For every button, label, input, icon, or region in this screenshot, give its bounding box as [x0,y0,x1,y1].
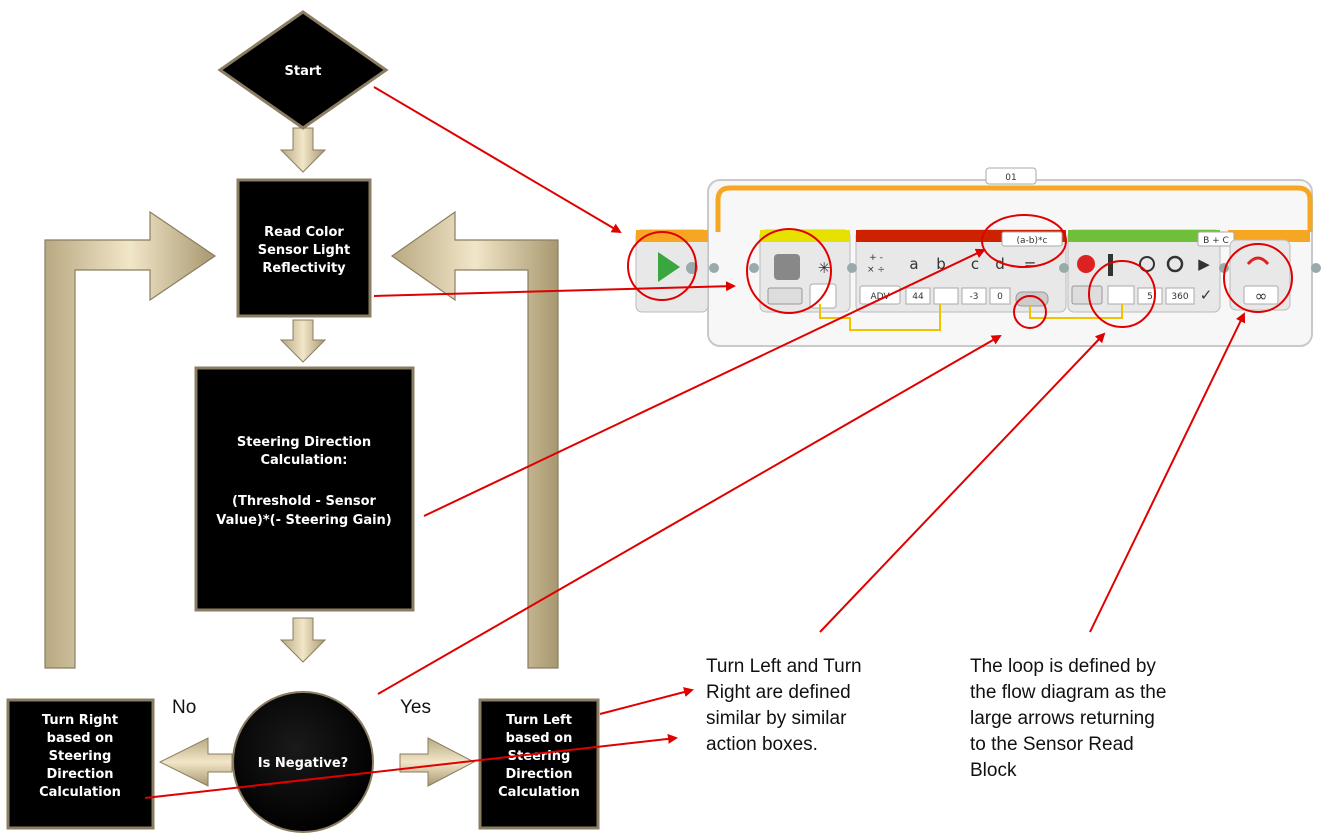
turn-right-line-4: Direction [46,767,113,782]
turn-left-line-3: Steering [508,749,571,764]
turn-right-line-3: Steering [49,749,112,764]
math-operators-icon: + - [869,253,883,263]
yes-label: Yes [400,697,431,718]
motor-value-1: 5 [1147,292,1153,302]
start-label: Start [285,64,322,79]
arrow-note-to-motor [819,332,1106,633]
svg-text:01: 01 [1005,173,1016,183]
calc-line-5: Value)*(- Steering Gain) [216,513,392,528]
read-sensor-line-1: Read Color [264,225,344,240]
decision-label: Is Negative? [258,756,348,771]
math-input-b: b [936,255,946,273]
loop-end-block[interactable]: ∞ [1229,239,1291,311]
highlight-motor-steering [1088,260,1156,328]
loop-note-line-1: The loop is defined by [970,656,1156,677]
turn-left-line-2: based on [506,731,573,746]
loop-note-line-2: the flow diagram as the [970,682,1167,703]
turn-left-line-4: Direction [505,767,572,782]
motor-icon [1077,255,1095,273]
arrow-sensor-to-block [373,281,736,297]
motor-value-2: 360 [1171,292,1188,302]
highlight-circles [627,214,1293,329]
loop-note-line-4: to the Sensor Read [970,734,1134,755]
loop-note: The loop is defined by the flow diagram … [970,654,1220,784]
math-operators-icon-2: × ÷ [867,265,885,275]
motor-ports: B + C [1203,236,1229,246]
arrow-to-turn-left [399,737,476,787]
turn-right-node: Turn Right based on Steering Direction C… [6,698,155,830]
loop-mode: ∞ [1255,287,1268,305]
arrow-calc-to-formula [423,248,986,517]
motor-block[interactable]: B + C ▶ 5 360 ✓ [1067,229,1235,313]
math-input-d: d [995,255,1005,273]
turn-right-line-1: Turn Right [42,713,118,728]
color-sensor-icon [774,254,800,280]
loop-end-header [1228,230,1310,242]
turn-right-line-2: based on [47,731,114,746]
start-block[interactable] [635,229,709,313]
math-formula: (a-b)*c [1017,236,1048,246]
brake-check-icon: ✓ [1200,286,1213,304]
read-sensor-line-3: Reflectivity [262,261,346,276]
brake-icon: ▶ [1198,255,1210,273]
steering-icon [1108,254,1113,276]
arrow-note-to-loop [1089,312,1246,633]
math-value-a: 44 [912,292,924,302]
arrow-turnright-to-note [144,733,678,799]
turn-note: Turn Left and Turn Right are defined sim… [706,654,936,758]
calc-line-2: Calculation: [260,453,347,468]
down-arrow-2 [279,319,327,363]
turn-note-line-2: Right are defined [706,682,851,703]
decision-node: Is Negative? [232,691,374,833]
calc-line-4: (Threshold - Sensor [232,494,377,509]
calc-line-1: Steering Direction [237,435,371,450]
calculation-node: Steering Direction Calculation: (Thresho… [194,366,415,612]
highlight-start-block [627,231,697,301]
math-value-c: -3 [970,292,979,302]
loop-label-tab: 01 [985,167,1037,185]
highlight-math-formula [981,214,1067,268]
turn-right-line-5: Calculation [39,785,121,800]
turn-left-node: Turn Left based on Steering Direction Ca… [478,698,600,830]
turn-note-line-3: similar by similar [706,708,847,729]
loop-arrow-left [44,210,217,669]
no-label: No [172,697,196,718]
down-arrow-1 [279,127,327,173]
math-value-d: 0 [997,292,1003,302]
highlight-loop-end [1223,243,1293,313]
loop-icon [1246,256,1270,266]
down-arrow-3 [279,617,327,663]
turn-left-line-1: Turn Left [506,713,572,728]
highlight-sensor-block [746,228,832,314]
start-node: Start [217,10,389,130]
math-mode: ADV [870,292,890,302]
sensor-mode-icon [767,287,803,305]
read-sensor-node: Read Color Sensor Light Reflectivity [236,178,372,318]
ev3-program: 01 ✳ (a-b)*c + - × ÷ a [635,167,1321,347]
loop-note-line-5: Block [970,760,1017,781]
loop-arrow-right [390,210,559,669]
turn-note-line-1: Turn Left and Turn [706,656,862,677]
highlight-math-output [1013,295,1047,329]
arrow-to-turn-right [158,737,233,787]
math-input-a: a [909,255,918,273]
sensor-block[interactable]: ✳ [759,229,851,313]
annotation-arrows [144,86,1246,799]
math-input-c: c [971,255,979,273]
turn-note-line-4: action boxes. [706,734,818,755]
play-icon [658,252,680,282]
turn-left-line-5: Calculation [498,785,580,800]
read-sensor-line-2: Sensor Light [258,243,351,258]
math-block[interactable]: (a-b)*c + - × ÷ a b c d = ADV 44 -3 0 [855,229,1067,313]
arrow-turnleft-to-note [599,687,694,715]
math-equals: = [1024,255,1037,273]
degrees-icon [1166,255,1184,273]
light-icon: ✳ [818,259,831,277]
arrow-decision-to-output [377,335,1002,695]
arrow-start-to-block [373,86,622,234]
loop-note-line-3: large arrows returning [970,708,1155,729]
